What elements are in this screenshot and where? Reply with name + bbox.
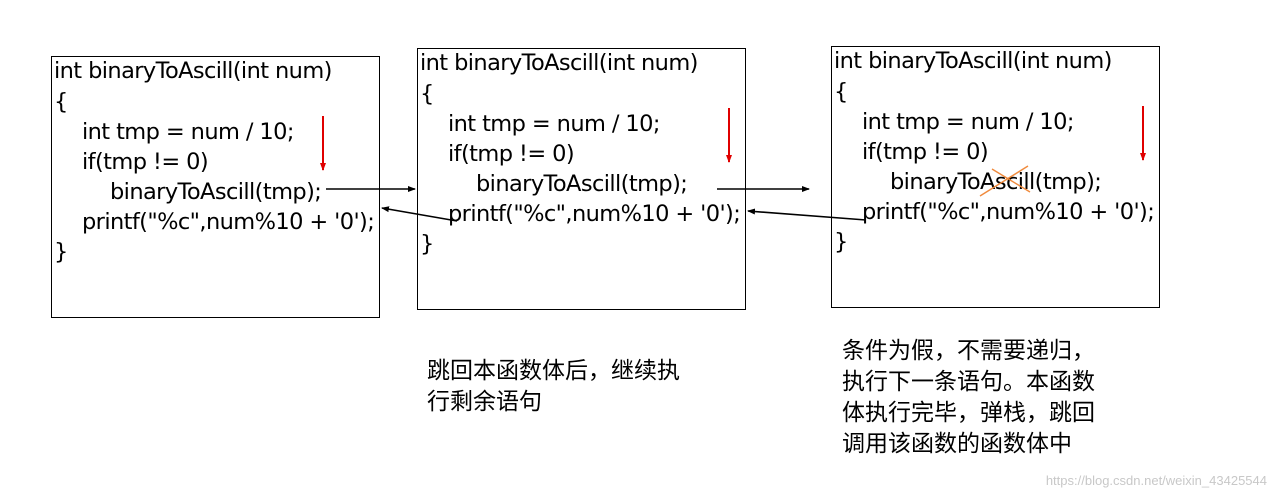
code-line: {: [54, 89, 68, 115]
code-line: }: [834, 229, 848, 255]
note-return-explanation: 跳回本函数体后，继续执 行剩余语句: [427, 358, 680, 415]
code-line: int binaryToAscill(int num): [834, 48, 1112, 74]
return-arrow-1: [381, 206, 458, 222]
code-frame-1: int binaryToAscill(int num) { int tmp = …: [51, 56, 380, 318]
code-line: if(tmp != 0): [862, 139, 989, 165]
code-line: {: [834, 79, 848, 105]
code-line: }: [54, 239, 68, 265]
code-frame-3: int binaryToAscill(int num) { int tmp = …: [831, 46, 1160, 308]
code-line: int binaryToAscill(int num): [54, 58, 332, 84]
code-line: printf("%c",num%10 + '0');: [862, 199, 1155, 225]
code-line: int tmp = num / 10;: [862, 109, 1074, 135]
code-line: if(tmp != 0): [82, 149, 209, 175]
note-base-case-explanation: 条件为假，不需要递归， 执行下一条语句。本函数 体执行完毕，弹栈，跳回 调用该函…: [842, 338, 1095, 457]
code-line: }: [420, 231, 434, 257]
watermark: https://blog.csdn.net/weixin_43425544: [1045, 473, 1267, 488]
code-line: binaryToAscill(tmp);: [110, 179, 322, 205]
code-line: int tmp = num / 10;: [82, 119, 294, 145]
cross-mark-icon: [979, 165, 1031, 197]
return-arrow-2: [747, 208, 867, 221]
code-line: binaryToAscill(tmp);: [890, 169, 1102, 195]
code-line: {: [420, 81, 434, 107]
code-line: if(tmp != 0): [448, 141, 575, 167]
code-frame-2: int binaryToAscill(int num) { int tmp = …: [417, 48, 746, 310]
code-line: printf("%c",num%10 + '0');: [448, 201, 741, 227]
code-line: int binaryToAscill(int num): [420, 50, 698, 76]
code-line: printf("%c",num%10 + '0');: [82, 209, 375, 235]
code-line: int tmp = num / 10;: [448, 111, 660, 137]
code-line: binaryToAscill(tmp);: [476, 171, 688, 197]
